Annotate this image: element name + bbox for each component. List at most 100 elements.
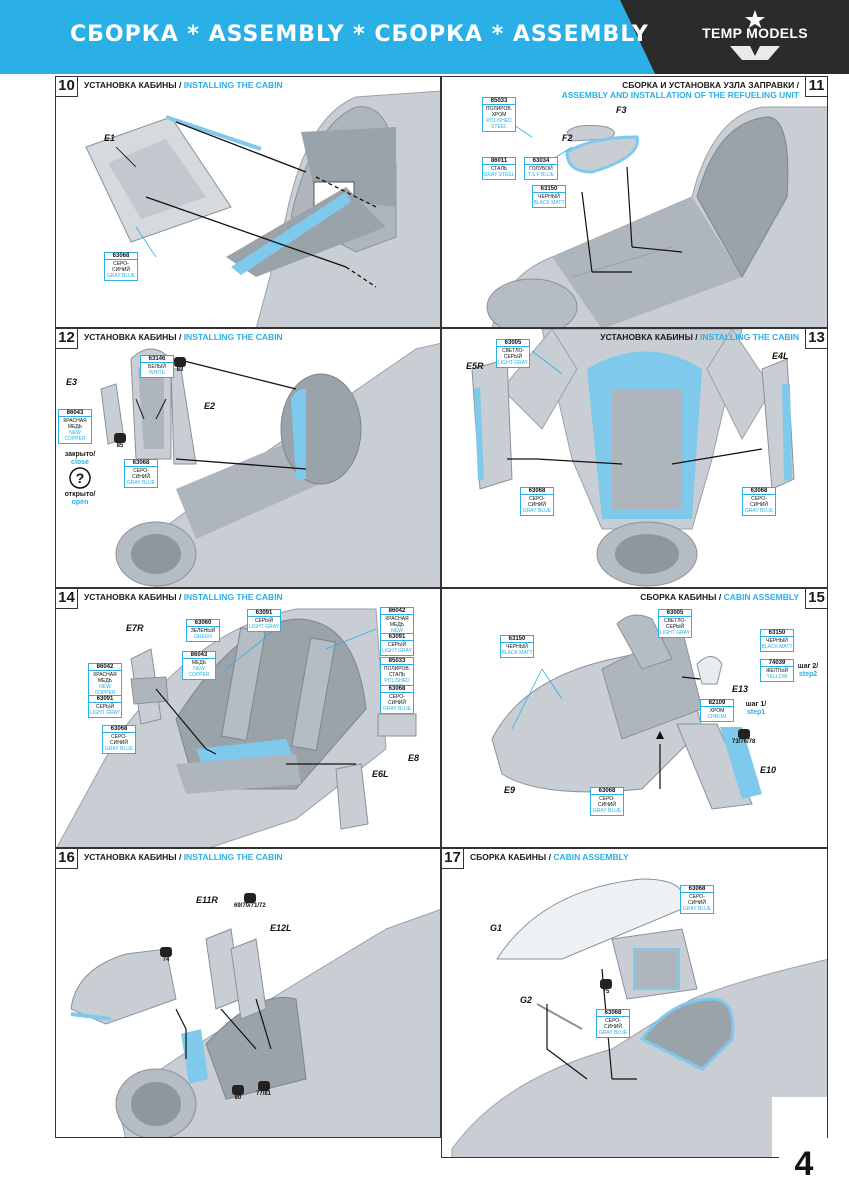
step-13-illustration bbox=[471, 329, 795, 587]
header-blue-band bbox=[0, 0, 655, 74]
step-title: УСТАНОВКА КАБИНЫ / INSTALLING THE CABIN bbox=[84, 332, 283, 342]
paint-can-icon bbox=[243, 893, 256, 903]
step-number: 15 bbox=[805, 589, 827, 609]
header-banner: СБОРКА * ASSEMBLY * СБОРКА * ASSEMBLY TE… bbox=[0, 0, 849, 74]
part-label: E8 bbox=[408, 753, 420, 763]
step-17-panel: 17 СБОРКА КАБИНЫ / CABIN ASSEMBLY G1 G2 … bbox=[441, 848, 828, 1158]
step-number: 11 bbox=[805, 77, 827, 97]
step-13-panel: 13 УСТАНОВКА КАБИНЫ / INSTALLING THE CAB… bbox=[441, 328, 828, 588]
paint-can-icon bbox=[737, 729, 750, 739]
step-2-note: шаг 2/step2 bbox=[797, 663, 819, 678]
step-title: СБОРКА КАБИНЫ / CABIN ASSEMBLY bbox=[470, 852, 629, 862]
page-title: СБОРКА * ASSEMBLY * СБОРКА * ASSEMBLY bbox=[70, 22, 649, 47]
paint-can-icon bbox=[600, 979, 612, 989]
closed-note: закрыто/close bbox=[64, 451, 96, 466]
paint-can-marker: 74 bbox=[160, 947, 172, 963]
step-number: 16 bbox=[56, 849, 78, 869]
paint-can-marker: 69/70/71/72 bbox=[234, 893, 266, 909]
part-label: E10 bbox=[760, 765, 777, 775]
step-11-panel: 11 СБОРКА И УСТАНОВКА УЗЛА ЗАПРАВКИ /ASS… bbox=[441, 76, 828, 328]
question-icon: ? bbox=[69, 467, 91, 489]
part-label: E3 bbox=[66, 377, 78, 387]
step-15-panel: 15 СБОРКА КАБИНЫ / CABIN ASSEMBLY E13 E9… bbox=[441, 588, 828, 848]
part-label: E1 bbox=[104, 133, 116, 143]
paint-can-icon bbox=[160, 947, 172, 957]
brand-logo: TEMP MODELS bbox=[690, 8, 820, 66]
page-number: 4 bbox=[779, 1138, 829, 1190]
step-17-illustration bbox=[451, 878, 827, 1157]
step-title: УСТАНОВКА КАБИНЫ / INSTALLING THE CABIN bbox=[600, 332, 799, 342]
step-11-illustration bbox=[486, 106, 827, 327]
part-label: F2 bbox=[562, 133, 573, 143]
step-title: УСТАНОВКА КАБИНЫ / INSTALLING THE CABIN bbox=[84, 852, 283, 862]
paint-can-icon bbox=[174, 357, 186, 367]
step-12-panel: 12 УСТАНОВКА КАБИНЫ / INSTALLING THE CAB… bbox=[55, 328, 441, 588]
paint-can-icon bbox=[257, 1081, 270, 1091]
step-number: 13 bbox=[805, 329, 827, 349]
step-title: СБОРКА И УСТАНОВКА УЗЛА ЗАПРАВКИ /ASSEMB… bbox=[561, 80, 799, 100]
part-label: F3 bbox=[616, 105, 627, 115]
part-label: E2 bbox=[204, 401, 216, 411]
paint-can-marker: 73/76/78 bbox=[732, 729, 755, 745]
paint-can-marker: 75 bbox=[600, 979, 612, 995]
paint-can-icon bbox=[232, 1085, 244, 1095]
step-10-illustration bbox=[85, 90, 440, 327]
step-title: УСТАНОВКА КАБИНЫ / INSTALLING THE CABIN bbox=[84, 592, 283, 602]
paint-can-icon bbox=[114, 433, 126, 443]
open-note: открыто/open bbox=[64, 491, 96, 506]
header-dark-band bbox=[620, 0, 849, 74]
part-label: E11R bbox=[196, 895, 218, 905]
star-wings-icon bbox=[730, 10, 780, 60]
brand-name: TEMP MODELS bbox=[702, 25, 808, 41]
part-label: E12L bbox=[270, 923, 292, 933]
step-number: 12 bbox=[56, 329, 78, 349]
step-16-illustration bbox=[70, 909, 440, 1137]
paint-can-marker: 80 bbox=[232, 1085, 244, 1101]
step-number: 17 bbox=[442, 849, 464, 869]
step-16-panel: 16 УСТАНОВКА КАБИНЫ / INSTALLING THE CAB… bbox=[55, 848, 441, 1138]
step-title: СБОРКА КАБИНЫ / CABIN ASSEMBLY bbox=[640, 592, 799, 602]
step-1-note: шаг 1/step1 bbox=[745, 701, 767, 716]
step-12-illustration bbox=[100, 342, 440, 587]
paint-can-marker: 85 bbox=[114, 433, 126, 449]
part-label: E7R bbox=[126, 623, 144, 633]
step-14-illustration bbox=[56, 608, 417, 847]
part-label: G2 bbox=[520, 995, 533, 1005]
part-label: E5R bbox=[466, 361, 484, 371]
step-title: УСТАНОВКА КАБИНЫ / INSTALLING THE CABIN bbox=[84, 80, 283, 90]
part-label: E9 bbox=[504, 785, 516, 795]
step-number: 10 bbox=[56, 77, 78, 97]
paint-can-marker: 83 bbox=[174, 357, 186, 373]
step-10-panel: 10 УСТАНОВКА КАБИНЫ / INSTALLING THE CAB… bbox=[55, 76, 441, 328]
step-number: 14 bbox=[56, 589, 78, 609]
part-label: E4L bbox=[772, 351, 789, 361]
step-15-illustration bbox=[491, 614, 762, 810]
part-label: E13 bbox=[732, 684, 749, 694]
